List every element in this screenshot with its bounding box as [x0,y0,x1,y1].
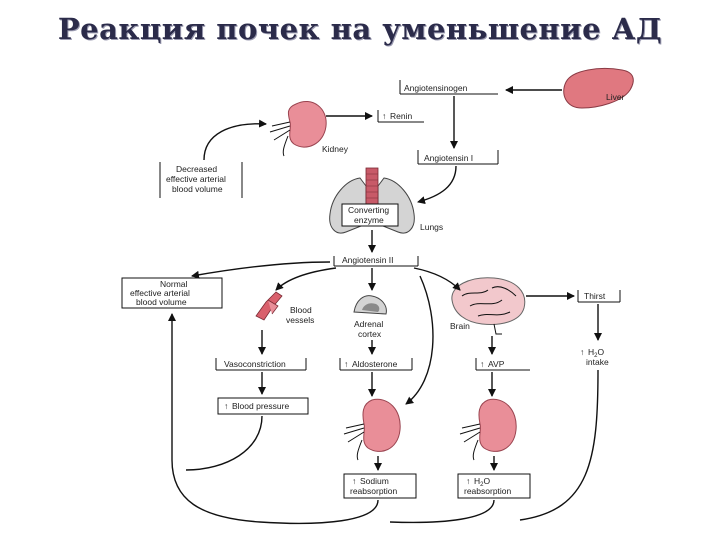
h2o-intake-arrow: ↑ [580,347,584,357]
liver-icon [563,68,634,109]
sodium-label-1: Sodium [360,476,389,486]
thirst-label: Thirst [584,291,606,301]
decreased-label-3: blood volume [172,184,223,194]
blood-pressure-label: Blood pressure [232,401,289,411]
avp-label: AVP [488,359,505,369]
kidney-icon [269,101,327,157]
decreased-label-2: effective arterial [166,174,226,184]
aldosterone-arrow: ↑ [344,359,348,369]
adrenal-label-1: Adrenal [354,319,383,329]
normal-label-3: blood volume [136,297,187,307]
angiotensin-ii-label: Angiotensin II [342,255,394,265]
blood-pressure-arrow: ↑ [224,401,228,411]
brain-label: Brain [450,321,470,331]
sodium-arrow: ↑ [352,476,356,486]
brain-icon [451,277,526,335]
adrenal-cortex-icon [353,295,387,315]
liver-label: Liver [606,92,625,102]
decreased-label-1: Decreased [176,164,217,174]
renin-label: Renin [390,111,412,121]
h2o-reab-arrow: ↑ [466,476,470,486]
sodium-label-2: reabsorption [350,486,398,496]
blood-vessels-label-1: Blood [290,305,312,315]
avp-arrow: ↑ [480,359,484,369]
lungs-label: Lungs [420,222,443,232]
h2o-reab-label-2: reabsorption [464,486,512,496]
converting-label-1: Converting [348,205,389,215]
adrenal-label-2: cortex [358,329,382,339]
converting-label-2: enzyme [354,215,384,225]
kidney-label: Kidney [322,144,349,154]
blood-vessels-label-2: vessels [286,315,314,325]
angiotensin-i-label: Angiotensin I [424,153,473,163]
page-title: Реакция почек на уменьшение АД [57,12,663,46]
blood-vessels-icon [255,291,283,321]
renin-arrow: ↑ [382,111,386,121]
angiotensinogen-label: Angiotensinogen [404,83,468,93]
h2o-intake-label-2: intake [586,357,609,367]
normal-label-2: effective arterial [130,288,190,298]
kidney-icon [459,398,517,461]
flow-arrows [168,86,602,525]
normal-label-1: Normal [160,279,188,289]
kidney-icon [343,398,401,461]
aldosterone-label: Aldosterone [352,359,398,369]
h2o-reab-label-1: H2O [474,476,490,488]
h2o-intake-label: H2O [588,347,604,359]
vasoconstriction-label: Vasoconstriction [224,359,286,369]
